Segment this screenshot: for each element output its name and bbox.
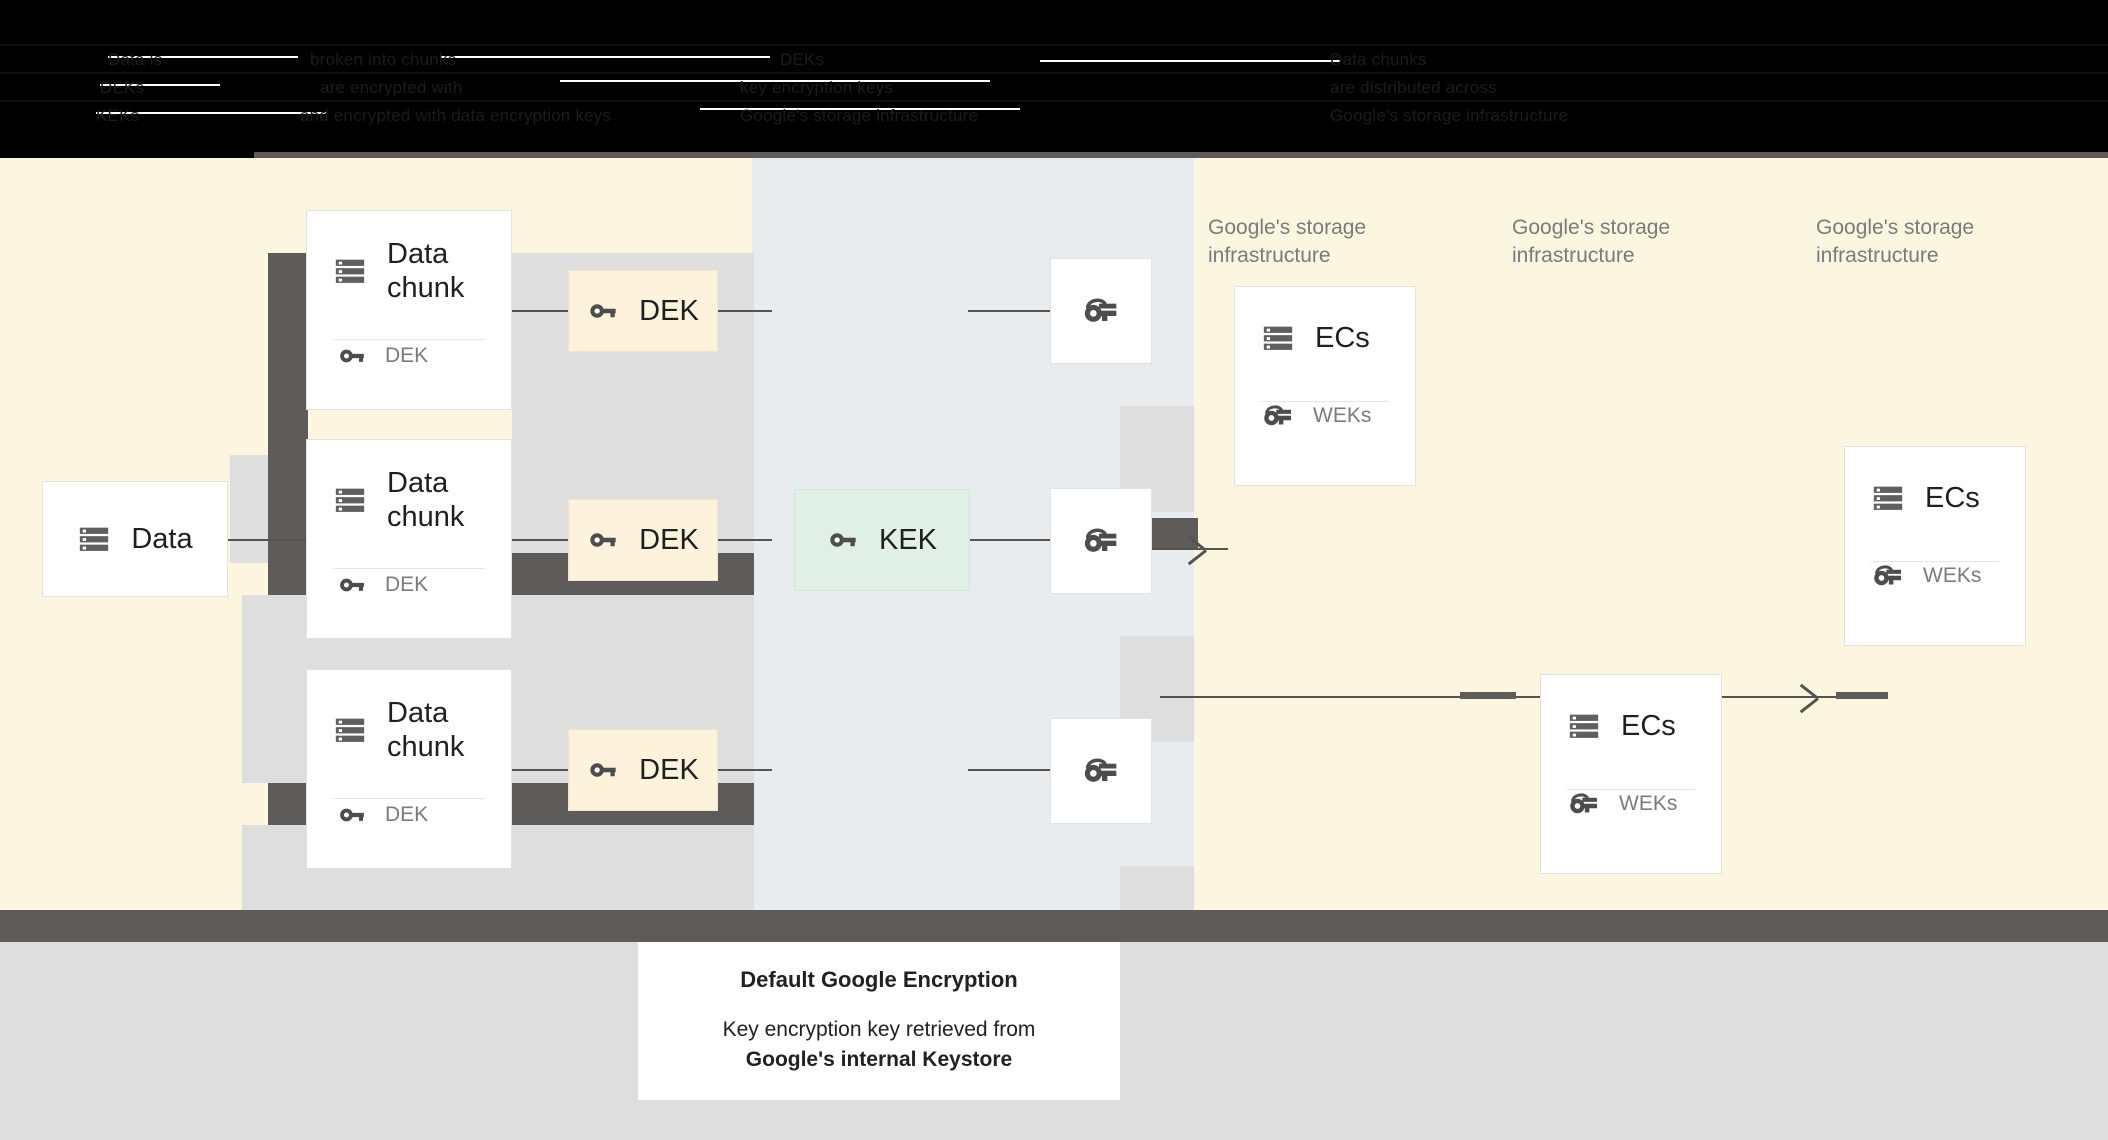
header-line-1: Data is bbox=[108, 50, 163, 69]
obscured-header-band: Data is broken into chunks DEKs Data chu… bbox=[0, 0, 2108, 160]
storage-icon bbox=[1261, 321, 1295, 355]
data-chunk-title-1: Data chunk bbox=[387, 238, 465, 305]
ec-card-key-label-1: WEKs bbox=[1313, 404, 1372, 428]
storage-icon bbox=[333, 483, 367, 517]
storage-icon bbox=[1567, 709, 1601, 743]
connector-data-to-chunk bbox=[228, 539, 332, 541]
ec-card-title-1: ECs bbox=[1315, 322, 1370, 354]
header-line-10: and encrypted with data encryption keys bbox=[300, 106, 612, 125]
key-icon bbox=[337, 341, 367, 371]
kek-label: KEK bbox=[878, 523, 938, 556]
arrow-2-redaction-b bbox=[1836, 692, 1888, 699]
ec-card-3[interactable]: ECs WEKs bbox=[1540, 674, 1722, 874]
header-line-12: Google's storage infrastructure bbox=[1330, 106, 1569, 125]
dek-label-3: DEK bbox=[639, 753, 699, 786]
dek-label-2: DEK bbox=[639, 523, 699, 556]
storage-icon bbox=[333, 713, 367, 747]
data-chunk-card-1[interactable]: Data chunk DEK bbox=[306, 210, 512, 410]
wrapped-key-box-1[interactable] bbox=[1050, 258, 1152, 364]
ec-card-title-3: ECs bbox=[1621, 710, 1676, 742]
header-line-6: are encrypted with bbox=[320, 78, 463, 97]
header-line-2: broken into chunks bbox=[310, 50, 457, 69]
key-icon bbox=[337, 800, 367, 830]
key-icon bbox=[337, 570, 367, 600]
key-icon bbox=[587, 524, 619, 556]
wrapped-key-icon bbox=[1081, 751, 1121, 791]
data-chunk-card-3[interactable]: Data chunk DEK bbox=[306, 669, 512, 869]
data-chunk-key-label-2: DEK bbox=[385, 573, 429, 597]
arrow-1-line bbox=[1120, 548, 1228, 550]
dek-label-1: DEK bbox=[639, 294, 699, 327]
arrow-2-redaction-a bbox=[1460, 692, 1516, 699]
header-line-3: DEKs bbox=[780, 50, 825, 69]
kek-box[interactable]: KEK bbox=[794, 489, 970, 591]
data-source-label: Data bbox=[131, 522, 193, 555]
ec-card-key-label-3: WEKs bbox=[1619, 792, 1678, 816]
caption-body-strong: Google's internal Keystore bbox=[745, 1048, 1013, 1071]
data-chunk-card-2[interactable]: Data chunk DEK bbox=[306, 439, 512, 639]
wrapped-key-icon bbox=[1567, 787, 1601, 821]
key-icon bbox=[587, 295, 619, 327]
connector-kek-to-wkey-2 bbox=[968, 539, 1054, 541]
wrapped-key-icon bbox=[1871, 559, 1905, 593]
storage-icon bbox=[77, 522, 111, 556]
key-icon bbox=[587, 754, 619, 786]
data-chunk-title-2: Data chunk bbox=[387, 467, 465, 534]
connector-chunk1-to-dek1 bbox=[512, 310, 578, 312]
storage-label-2: Google's storage infrastructure bbox=[1512, 216, 1671, 268]
ec-card-key-label-2: WEKs bbox=[1923, 564, 1982, 588]
header-line-4: Data chunks bbox=[1330, 50, 1427, 69]
wrapped-key-box-3[interactable] bbox=[1050, 718, 1152, 824]
dek-box-1[interactable]: DEK bbox=[568, 270, 718, 352]
header-line-11: Google's storage infrastructure bbox=[740, 106, 979, 125]
header-line-8: are distributed across bbox=[1330, 78, 1497, 97]
data-source-box[interactable]: Data bbox=[42, 481, 228, 597]
storage-label-3: Google's storage infrastructure bbox=[1816, 216, 1975, 268]
wrapped-key-icon bbox=[1081, 291, 1121, 331]
wrapped-key-box-2[interactable] bbox=[1050, 488, 1152, 594]
ec-card-1[interactable]: ECs WEKs bbox=[1234, 286, 1416, 486]
header-redaction-bar bbox=[254, 152, 2108, 160]
ec-card-2[interactable]: ECs WEKs bbox=[1844, 446, 2026, 646]
dek-box-2[interactable]: DEK bbox=[568, 499, 718, 581]
footer-rail bbox=[0, 910, 2108, 942]
caption-body: Key encryption key retrieved from Google… bbox=[723, 1015, 1036, 1076]
dek-box-3[interactable]: DEK bbox=[568, 729, 718, 811]
connector-to-wkey-3 bbox=[968, 769, 1054, 771]
connector-dek3-out bbox=[712, 769, 772, 771]
caption-panel: Default Google Encryption Key encryption… bbox=[638, 942, 1120, 1100]
storage-icon bbox=[1871, 481, 1905, 515]
header-line-7: key encryption keys bbox=[740, 78, 894, 97]
caption-title: Default Google Encryption bbox=[740, 966, 1018, 992]
wrapped-key-icon bbox=[1081, 521, 1121, 561]
caption-body-prefix: Key encryption key retrieved from bbox=[722, 1017, 1036, 1041]
storage-label-1: Google's storage infrastructure bbox=[1208, 216, 1367, 268]
connector-chunk2-to-dek2 bbox=[512, 539, 578, 541]
storage-icon bbox=[333, 254, 367, 288]
connector-dek1-out bbox=[712, 310, 772, 312]
connector-dek2-out bbox=[712, 539, 772, 541]
connector-chunk3-to-dek3 bbox=[512, 769, 578, 771]
chunk-row-shade-3 bbox=[512, 825, 754, 925]
connector-to-wkey-1 bbox=[968, 310, 1054, 312]
wrapped-key-icon bbox=[1261, 399, 1295, 433]
data-chunk-title-3: Data chunk bbox=[387, 697, 465, 764]
diagram-canvas: Data Data chunk bbox=[0, 158, 2108, 972]
ec-card-title-2: ECs bbox=[1925, 482, 1980, 514]
header-line-5: DEKs bbox=[100, 78, 145, 97]
header-line-9: KEKs bbox=[96, 106, 140, 125]
data-chunk-key-label-1: DEK bbox=[385, 344, 429, 368]
data-chunk-key-label-3: DEK bbox=[385, 803, 429, 827]
key-icon bbox=[827, 524, 859, 556]
